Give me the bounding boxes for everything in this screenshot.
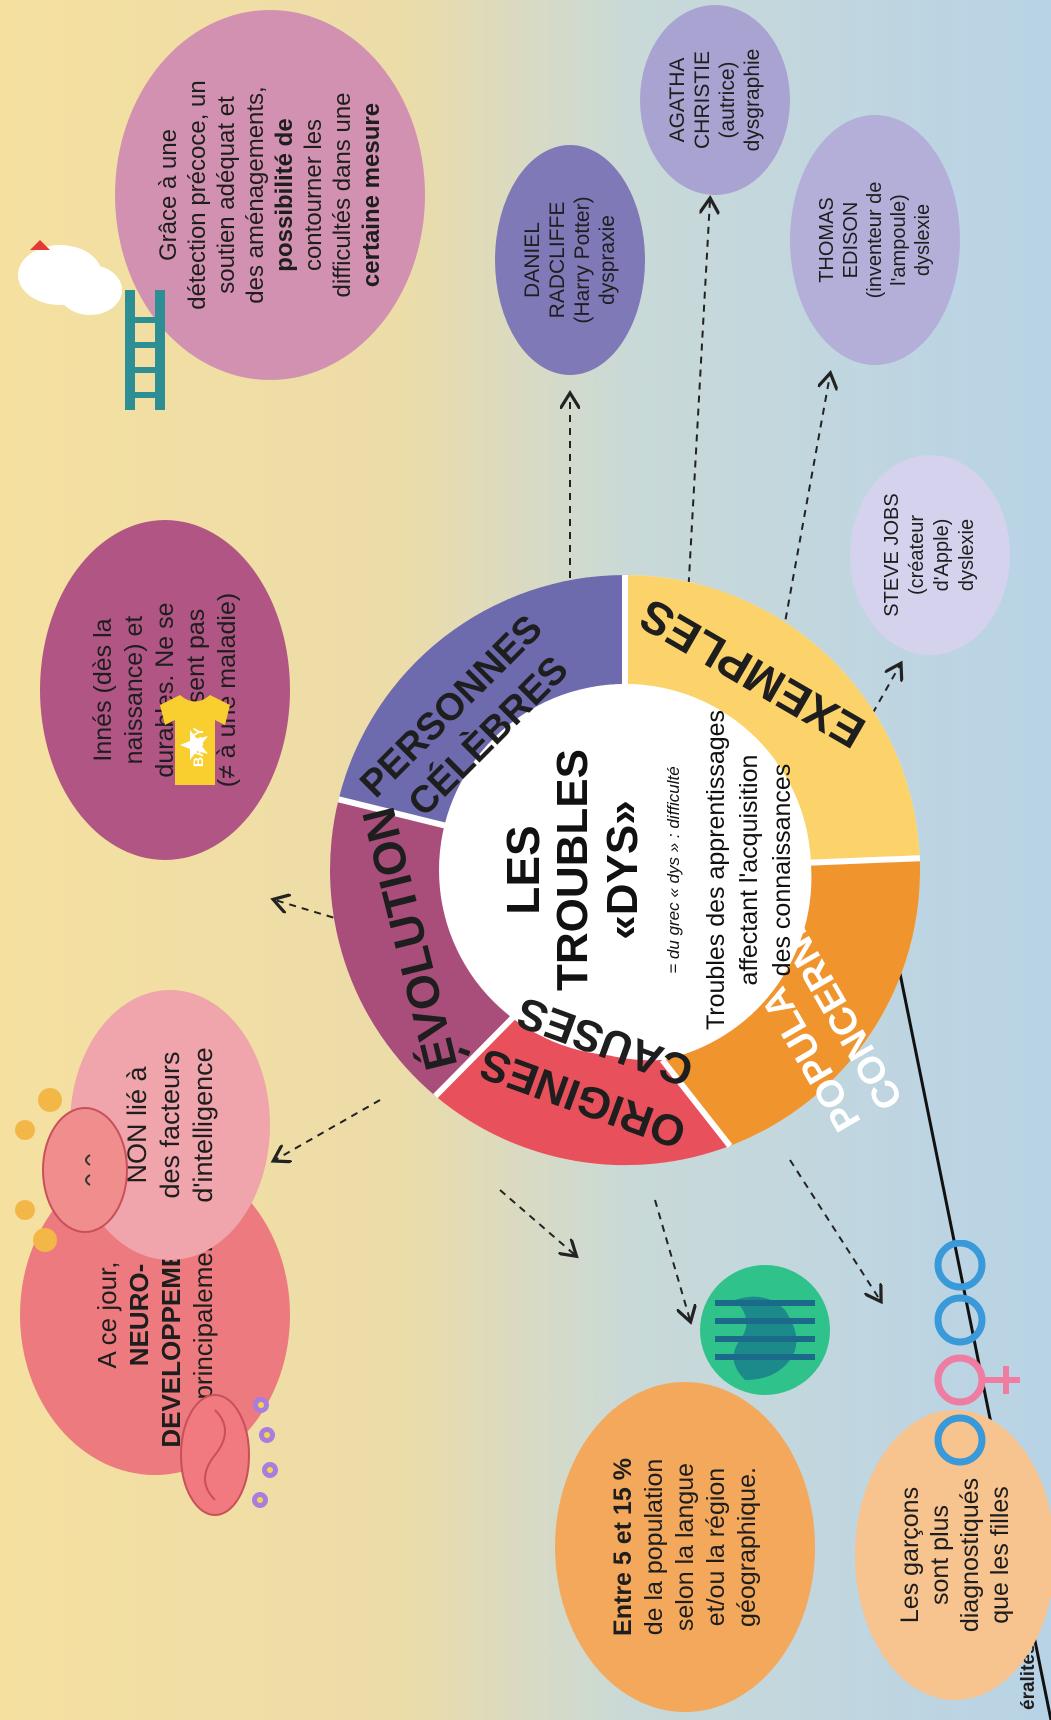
- bubble-population-line4: et/ou la région: [701, 1467, 730, 1627]
- center-definition-line3: des connaissances: [768, 763, 796, 977]
- bubble-population: Entre 5 et 15 % de la population selon l…: [555, 1382, 815, 1712]
- bubble-population-line5: géographique.: [732, 1467, 761, 1627]
- bubble-edison-line1: THOMAS: [816, 197, 838, 283]
- ladder-cloud-icon: [18, 240, 165, 410]
- baby-shirt-label: BABY: [190, 727, 206, 767]
- arrow-origines-neuro: [499, 1189, 575, 1255]
- center-definition-line2: affectant l'acquisition: [735, 754, 763, 986]
- center-text: LES TROUBLES «DYS» = du grec « dys » : d…: [497, 684, 799, 1056]
- baby-shirt-icon: [160, 695, 230, 785]
- bubble-jobs-line4: dyslexie: [956, 518, 978, 592]
- bubble-garcons-line4: que les filles: [986, 1486, 1014, 1624]
- bubble-edison-line4: l'ampoule): [888, 194, 910, 286]
- bubble-radcliffe-line4: dyspraxie: [596, 215, 619, 305]
- segment-personnes: [338, 575, 625, 826]
- bubble-population-line3: selon la langue: [670, 1462, 699, 1632]
- center-title-line2: TROUBLES «DYS»: [548, 749, 647, 991]
- bubble-jobs-line1: STEVE JOBS: [881, 493, 903, 617]
- arrow-population-pop: [654, 1199, 690, 1320]
- globe-people-icon: [700, 1265, 830, 1395]
- segment-population: [662, 858, 921, 1146]
- bubble-detection-line6: contourner les: [300, 118, 327, 272]
- segment-origines: [435, 1008, 730, 1166]
- gender-symbols-icon: [934, 1240, 1020, 1466]
- bubble-edison-line5: dyslexie: [912, 203, 934, 277]
- bubble-detection-line3: soutien adéquat et: [213, 96, 240, 294]
- donut-inner-circle: [439, 684, 811, 1056]
- bubble-garcons-line2: sont plus: [926, 1504, 954, 1606]
- bubble-detection-line2: détection précoce, un: [184, 80, 211, 310]
- bubble-christie-line2: CHRISTIE: [691, 51, 714, 150]
- center-title-line1: LES: [497, 825, 549, 915]
- bubble-garcons-line1: Les garçons: [896, 1486, 924, 1624]
- bubble-detection-line8: certaine mesure: [358, 102, 385, 288]
- bubble-christie-line4: dysgraphie: [741, 48, 764, 152]
- bubble-detection-line5: possibilité de: [271, 118, 298, 272]
- bubble-population-line1: Entre 5 et 15 %: [608, 1458, 637, 1636]
- bubble-detection-line7: difficultés dans une: [329, 92, 356, 298]
- bubble-intelligence-line2: des facteurs: [154, 1051, 185, 1199]
- bubble-radcliffe-line2: RADCLIFFE: [546, 201, 569, 319]
- bubble-garcons-line3: diagnostiqués: [956, 1477, 984, 1633]
- bubble-intelligence-line3: d'intelligence: [187, 1047, 218, 1203]
- bubble-christie-line1: AGATHA: [666, 57, 689, 143]
- bubble-radcliffe: DANIEL RADCLIFFE (Harry Potter) dyspraxi…: [495, 145, 645, 375]
- brain-flowers-icon: [180, 1394, 278, 1516]
- bubble-radcliffe-line1: DANIEL: [521, 222, 544, 298]
- bubble-neuro-line1: A ce jour,: [92, 1261, 122, 1369]
- bubble-detection-line4: des aménagements,: [242, 86, 269, 304]
- bubble-christie-line3: (autrice): [716, 61, 739, 139]
- segment-exemples: [625, 575, 920, 863]
- segment-dividers: [337, 575, 920, 1148]
- bubble-jobs: STEVE JOBS (créateur d'Apple) dyslexie: [850, 455, 1010, 655]
- bubble-radcliffe-line3: (Harry Potter): [571, 196, 594, 324]
- bubble-edison-line3: (inventeur de: [864, 181, 886, 299]
- bubble-jobs-line2: (créateur: [906, 514, 928, 596]
- segment-evolution: [330, 799, 523, 1096]
- bubble-christie: AGATHA CHRISTIE (autrice) dysgraphie: [640, 5, 790, 195]
- center-definition-line1: Troubles des apprentissages: [702, 709, 730, 1031]
- center-etymology: = du grec « dys » : difficulté: [664, 766, 683, 974]
- bubble-edison: THOMAS EDISON (inventeur de l'ampoule) d…: [790, 115, 960, 365]
- bubble-edison-line2: EDISON: [840, 201, 862, 279]
- bubble-innes-line1: Innés (dès la: [88, 618, 117, 762]
- bubble-population-line2: de la population: [639, 1458, 668, 1636]
- bubble-jobs-line3: d'Apple): [931, 518, 953, 592]
- brain-lightbulbs-icon: [15, 1088, 128, 1252]
- arrow-population-garcons: [789, 1159, 880, 1300]
- bubble-neuro-line2: NEURO-: [124, 1263, 154, 1367]
